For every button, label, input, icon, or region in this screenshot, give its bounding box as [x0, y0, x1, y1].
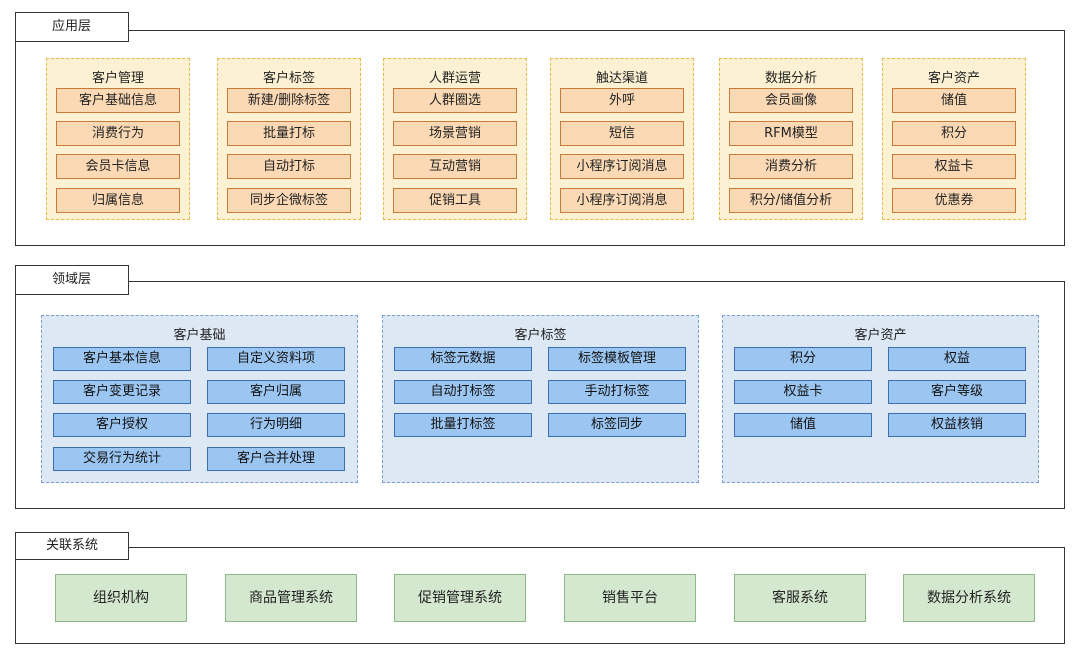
- app-group-title: 数据分析: [764, 71, 817, 86]
- app-group-item: 归属信息: [56, 188, 180, 213]
- domain-group-item: 权益: [888, 347, 1026, 371]
- app-group-item: 储值: [892, 88, 1016, 113]
- app-group-item: 人群圈选: [393, 88, 517, 113]
- related-system-item: 客服系统: [734, 574, 866, 622]
- related-systems-tab: 关联系统: [15, 532, 129, 560]
- domain-group-item: 储值: [734, 413, 872, 437]
- app-group-title: 人群运营: [428, 71, 481, 86]
- domain-group-item: 权益卡: [734, 380, 872, 404]
- app-group-item: 外呼: [560, 88, 684, 113]
- domain-group-item: 手动打标签: [548, 380, 686, 404]
- app-group-title: 客户资产: [927, 71, 980, 86]
- app-group-item: 会员卡信息: [56, 154, 180, 179]
- app-group-item: 积分/储值分析: [729, 188, 853, 213]
- domain-group-item: 标签同步: [548, 413, 686, 437]
- domain-group-item: 行为明细: [207, 413, 345, 437]
- app-group-item: 积分: [892, 121, 1016, 146]
- app-group-item: 新建/删除标签: [227, 88, 351, 113]
- domain-group-item: 交易行为统计: [53, 447, 191, 471]
- app-group-item: 消费行为: [56, 121, 180, 146]
- app-group-item: 优惠券: [892, 188, 1016, 213]
- domain-group-item: 客户归属: [207, 380, 345, 404]
- related-system-item: 销售平台: [564, 574, 696, 622]
- related-system-item: 商品管理系统: [225, 574, 357, 622]
- domain-group-item: 批量打标签: [394, 413, 532, 437]
- related-systems-frame: [15, 547, 1065, 644]
- app-group-item: 场景营销: [393, 121, 517, 146]
- domain-group-item: 权益核销: [888, 413, 1026, 437]
- app-group-item: 批量打标: [227, 121, 351, 146]
- related-system-item: 数据分析系统: [903, 574, 1035, 622]
- domain-group-item: 积分: [734, 347, 872, 371]
- app-group-item: 短信: [560, 121, 684, 146]
- app-group-item: 同步企微标签: [227, 188, 351, 213]
- app-group-title: 客户标签: [262, 71, 315, 86]
- app-group-item: 促销工具: [393, 188, 517, 213]
- domain-group-item: 标签模板管理: [548, 347, 686, 371]
- app-group-item: 消费分析: [729, 154, 853, 179]
- related-system-item: 组织机构: [55, 574, 187, 622]
- app-group-item: 客户基础信息: [56, 88, 180, 113]
- domain-group-item: 客户等级: [888, 380, 1026, 404]
- app-group-item: 会员画像: [729, 88, 853, 113]
- domain-group-title: 客户标签: [514, 328, 567, 343]
- app-group-title: 客户管理: [91, 71, 144, 86]
- app-group-item: 互动营销: [393, 154, 517, 179]
- related-systems-label: 关联系统: [46, 538, 99, 553]
- domain-group-title: 客户资产: [854, 328, 907, 343]
- domain-group-item: 自动打标签: [394, 380, 532, 404]
- domain-layer-tab: 领域层: [15, 265, 129, 295]
- related-system-item: 促销管理系统: [394, 574, 526, 622]
- domain-group-item: 客户变更记录: [53, 380, 191, 404]
- domain-group-item: 自定义资料项: [207, 347, 345, 371]
- application-layer-tab: 应用层: [15, 12, 129, 42]
- domain-group-item: 客户合并处理: [207, 447, 345, 471]
- domain-group-item: 标签元数据: [394, 347, 532, 371]
- domain-layer-label: 领域层: [52, 272, 92, 287]
- domain-group-item: 客户授权: [53, 413, 191, 437]
- app-group-item: 自动打标: [227, 154, 351, 179]
- app-group-item: RFM模型: [729, 121, 853, 146]
- app-group-item: 小程序订阅消息: [560, 188, 684, 213]
- app-group-item: 小程序订阅消息: [560, 154, 684, 179]
- domain-group-item: 客户基本信息: [53, 347, 191, 371]
- application-layer-label: 应用层: [52, 19, 92, 34]
- app-group-title: 触达渠道: [595, 71, 648, 86]
- app-group-item: 权益卡: [892, 154, 1016, 179]
- domain-group-title: 客户基础: [173, 328, 226, 343]
